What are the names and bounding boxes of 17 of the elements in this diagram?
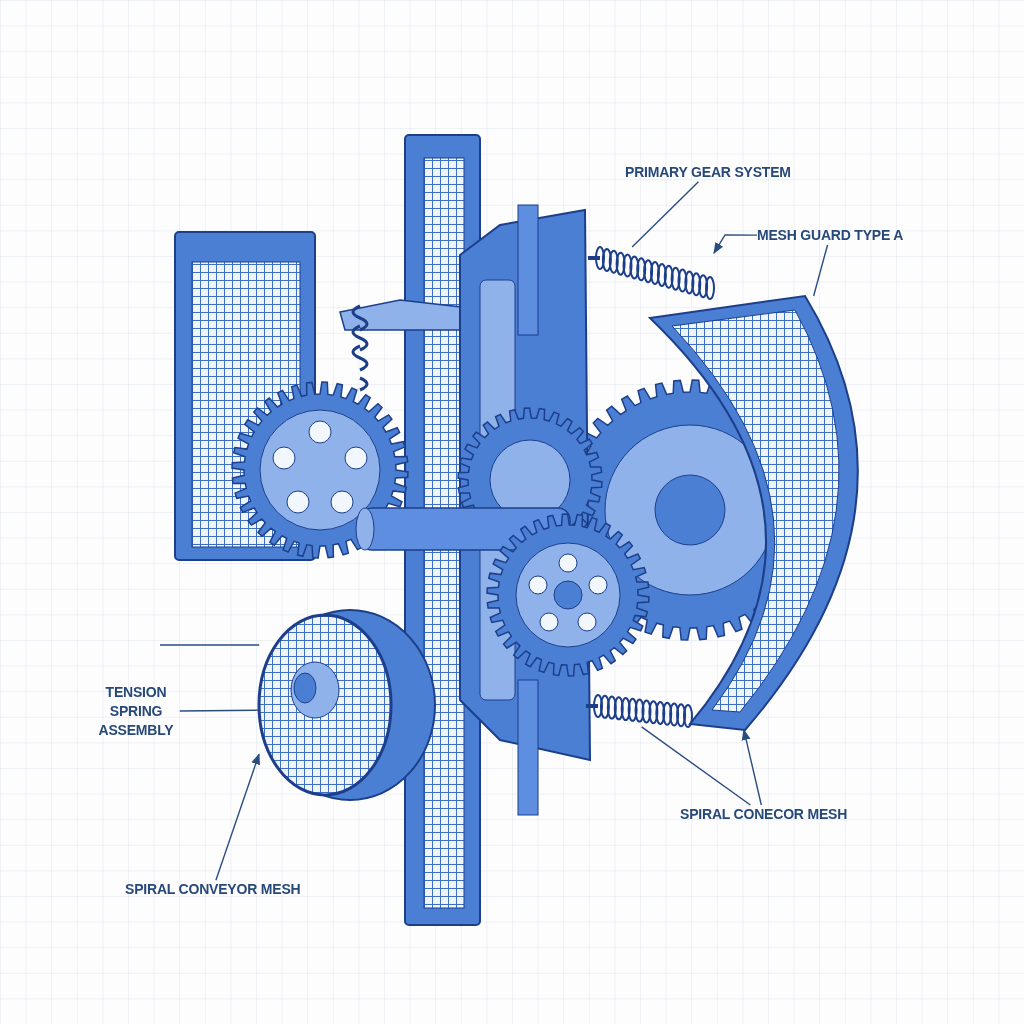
part-label: PRIMARY GEAR SYSTEM <box>625 163 791 182</box>
leader-line <box>741 728 763 806</box>
spring-drawing <box>586 694 693 728</box>
part-label: SPIRAL CONVEYOR MESH <box>125 880 301 899</box>
leader-line <box>179 709 260 712</box>
mesh-drum-drawing <box>257 609 436 801</box>
leader-line <box>812 244 829 297</box>
part-label: TENSION SPRING ASSEMBLY <box>97 683 175 740</box>
leader-line <box>713 234 758 254</box>
mesh-guard-drawing <box>649 295 859 731</box>
leader-line <box>159 644 260 646</box>
leader-line <box>631 181 700 248</box>
spring-drawing <box>588 246 715 300</box>
leader-line <box>640 726 752 806</box>
leader-line <box>215 753 260 881</box>
part-label: SPIRAL CONECOR MESH <box>680 805 848 824</box>
part-label: MESH GUARD TYPE A <box>757 226 904 245</box>
